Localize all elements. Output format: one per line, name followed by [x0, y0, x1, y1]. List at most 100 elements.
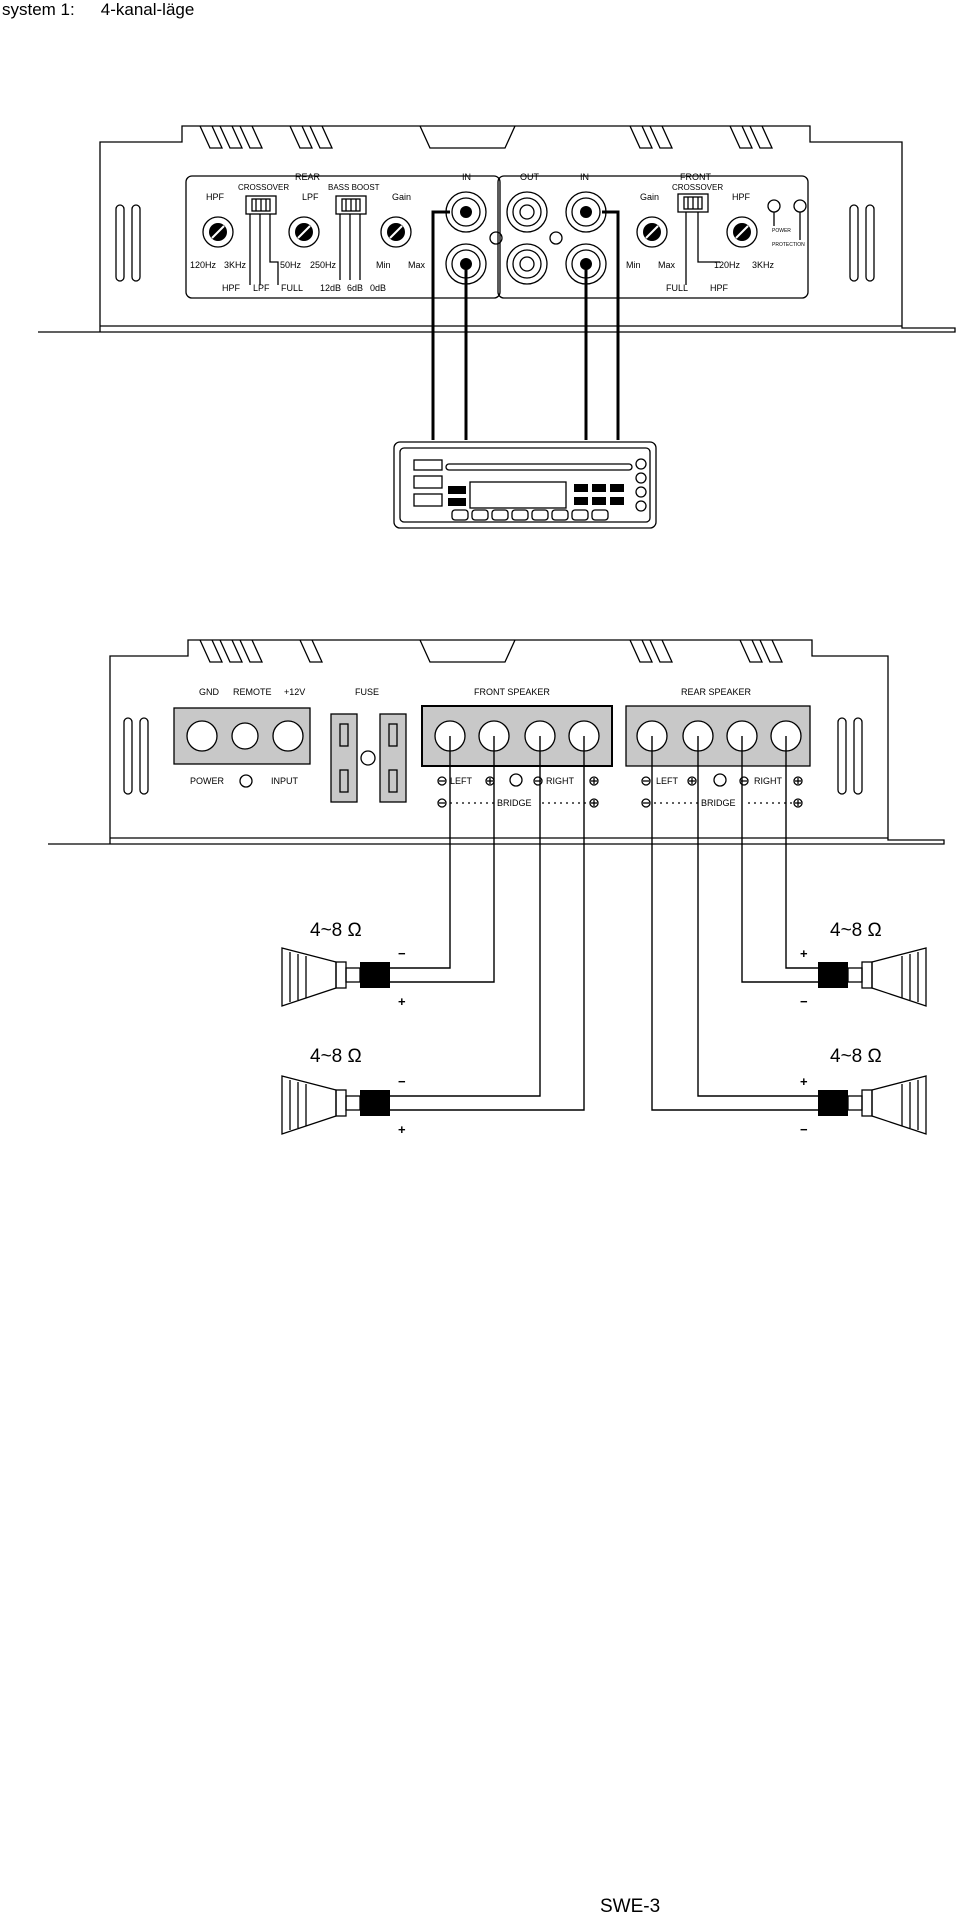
front-in-label: IN [580, 172, 589, 182]
power-led-label: POWER [772, 228, 791, 234]
rear-left-label: LEFT [656, 776, 679, 786]
speaker-rear-right-impedance: 4~8 Ω [830, 1046, 882, 1067]
head-unit-display [469, 481, 567, 509]
rca-front-in-top[interactable] [565, 191, 607, 233]
front-hpf-min-label: 120Hz [714, 260, 741, 270]
rear-right-label: RIGHT [754, 776, 783, 786]
rear-section-label: REAR [295, 172, 321, 182]
amplifier-bottom: GND REMOTE +12V POWER INPUT FUSE FRONT S… [48, 639, 945, 845]
speaker-rear-right: 4~8 Ω + − [800, 1046, 927, 1137]
rca-out-bottom[interactable] [506, 243, 548, 285]
rear-gain-label: Gain [392, 192, 411, 202]
rear-bb-6-label: 6dB [347, 283, 363, 293]
input-label: INPUT [271, 776, 299, 786]
speaker-rear-left-impedance: 4~8 Ω [830, 920, 882, 941]
rear-polarity-legend: LEFT RIGHT BRIDGE [641, 773, 803, 808]
speaker-front-right-minus: − [398, 1074, 406, 1089]
rear-lpf-knob[interactable] [288, 216, 320, 248]
front-xo-full-label: FULL [666, 283, 688, 293]
rear-hpf-knob[interactable] [202, 216, 234, 248]
fuse-right[interactable] [379, 713, 407, 803]
speaker-front-left-impedance: 4~8 Ω [310, 920, 362, 941]
speaker-rear-left-minus: − [800, 994, 808, 1009]
protection-led-label: PROTECTION [772, 242, 805, 248]
power-led [767, 199, 781, 213]
front-speaker-label: FRONT SPEAKER [474, 687, 550, 697]
remote-label: REMOTE [233, 687, 272, 697]
page-title: system 1: 4-kanal-läge [2, 0, 194, 20]
speaker-wires [390, 736, 818, 1111]
front-crossover-switch[interactable] [677, 193, 720, 285]
rear-hpf-min-label: 120Hz [190, 260, 217, 270]
rear-bb-0-label: 0dB [370, 283, 386, 293]
protection-led [793, 199, 807, 213]
out-label: OUT [520, 172, 540, 182]
speaker-rear-right-minus: − [800, 1122, 808, 1137]
speaker-front-right-impedance: 4~8 Ω [310, 1046, 362, 1067]
front-hpf-knob[interactable] [726, 216, 758, 248]
amp-top-heatsink-fins [199, 125, 774, 149]
speaker-front-left-minus: − [398, 946, 406, 961]
fuse-label: FUSE [355, 687, 379, 697]
rear-in-label: IN [462, 172, 471, 182]
head-unit [393, 441, 657, 529]
rear-xo-full-label: FULL [281, 283, 303, 293]
front-section-label: FRONT [680, 172, 711, 182]
front-right-label: RIGHT [546, 776, 575, 786]
front-polarity-legend: LEFT RIGHT BRIDGE [437, 773, 599, 808]
rear-gain-min-label: Min [376, 260, 391, 270]
amplifier-top: REAR IN HPF CROSSOVER LPF BASS BOOST Gai… [38, 125, 956, 333]
front-hpf-label: HPF [732, 192, 751, 202]
rca-out-top[interactable] [506, 191, 548, 233]
rca-jacks: OUT IN [445, 172, 607, 285]
rear-xo-hpf-label: HPF [222, 283, 241, 293]
system-label: system 1: [2, 0, 75, 19]
gnd-terminal[interactable] [186, 720, 218, 752]
rear-xo-lpf-label: LPF [253, 283, 270, 293]
rear-crossover-label: CROSSOVER [238, 183, 289, 192]
amp-top-vent-slots [115, 204, 875, 282]
plus12v-label: +12V [284, 687, 305, 697]
front-left-label: LEFT [450, 776, 473, 786]
speaker-rear-left: 4~8 Ω + − [800, 920, 927, 1009]
rear-crossover-switch[interactable] [245, 195, 279, 285]
amp-top-panel-rear [185, 175, 501, 299]
rear-bass-boost-switch[interactable] [335, 195, 367, 280]
power-label: POWER [190, 776, 225, 786]
front-gain-min-label: Min [626, 260, 641, 270]
rear-lpf-label: LPF [302, 192, 319, 202]
mode-label: 4-kanal-läge [100, 0, 195, 19]
power-indicator [239, 774, 253, 788]
speaker-rear-right-plus: + [800, 1074, 808, 1089]
remote-terminal[interactable] [231, 722, 259, 750]
rear-hpf-max-label: 3KHz [224, 260, 247, 270]
amp-bottom-heatsink-fins [199, 639, 784, 663]
speaker-front-left-plus: + [398, 994, 406, 1009]
rear-lpf-min-label: 50Hz [280, 260, 302, 270]
rear-bb-12-label: 12dB [320, 283, 341, 293]
rear-gain-knob[interactable] [380, 216, 412, 248]
fuse-left[interactable] [330, 713, 358, 803]
front-bridge-label: BRIDGE [497, 798, 532, 808]
rear-in-led [489, 231, 503, 245]
speaker-front-left: 4~8 Ω − + [281, 920, 406, 1009]
front-xo-hpf-label: HPF [710, 283, 729, 293]
front-gain-knob[interactable] [636, 216, 668, 248]
rear-speaker-label: REAR SPEAKER [681, 687, 752, 697]
cd-slot [445, 463, 633, 471]
rca-rear-in-top[interactable] [445, 191, 487, 233]
gnd-label: GND [199, 687, 220, 697]
rear-lpf-max-label: 250Hz [310, 260, 337, 270]
amp-bottom-chassis [48, 639, 945, 845]
rca-cables [431, 210, 620, 440]
rear-bass-boost-label: BASS BOOST [328, 183, 380, 192]
front-section: FRONT CROSSOVER Gain HPF [626, 172, 807, 293]
rear-gain-max-label: Max [408, 260, 426, 270]
amp-top-panel-front [497, 175, 809, 299]
plus12v-terminal[interactable] [272, 720, 304, 752]
front-gain-max-label: Max [658, 260, 676, 270]
fuse-indicator [360, 750, 376, 766]
page-footer: SWE-3 [600, 1896, 661, 1917]
amp-top-chassis [38, 125, 956, 333]
